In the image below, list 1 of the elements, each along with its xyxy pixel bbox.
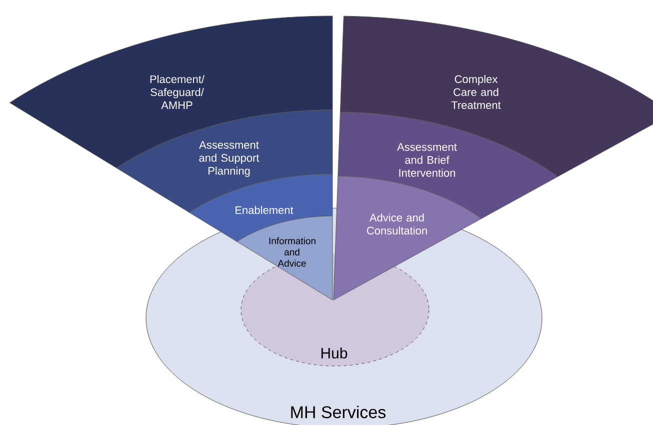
ring-segment: Advice and Consultation xyxy=(333,176,482,300)
